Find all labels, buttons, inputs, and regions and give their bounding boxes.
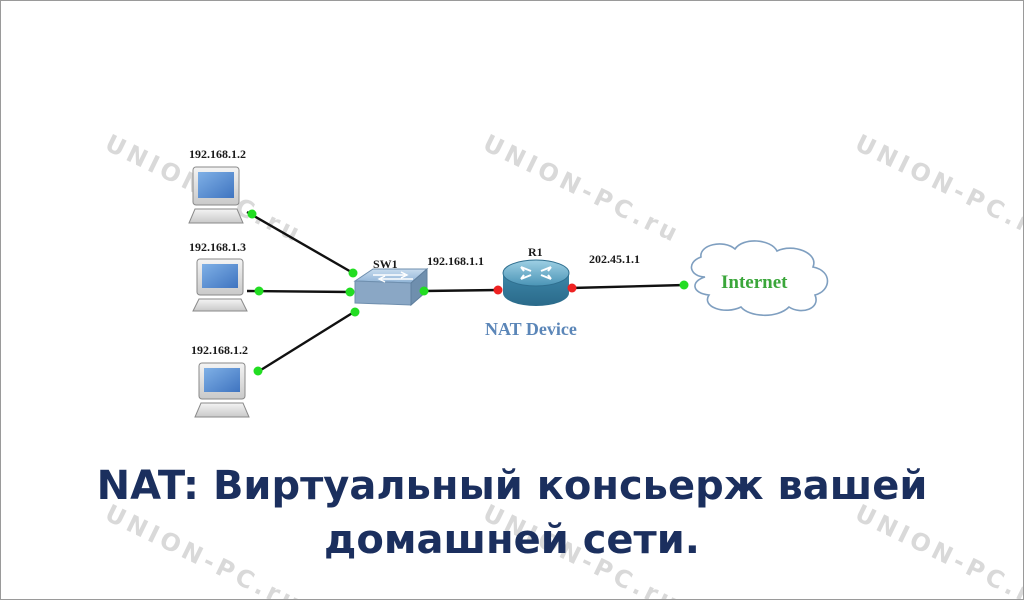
pc-3-ip-label: 192.168.1.2 bbox=[191, 343, 248, 357]
port-r1-lan bbox=[493, 285, 503, 295]
router-wan-ip-label: 202.45.1.1 bbox=[589, 252, 640, 266]
caption-line-2: домашней сети. bbox=[324, 517, 700, 563]
nat-device-label: NAT Device bbox=[485, 319, 577, 339]
link-pc3-switch bbox=[255, 310, 355, 375]
pc-1[interactable] bbox=[188, 166, 244, 224]
link-switch-router bbox=[423, 288, 500, 293]
internet-label: Internet bbox=[721, 272, 788, 293]
router-label: R1 bbox=[528, 245, 543, 259]
port-pc1 bbox=[247, 209, 257, 219]
pc-2-ip-label: 192.168.1.3 bbox=[189, 240, 246, 254]
port-sw-up bbox=[419, 286, 429, 296]
port-sw-b bbox=[345, 287, 355, 297]
router-r1[interactable] bbox=[502, 259, 570, 306]
port-sw-a bbox=[348, 268, 358, 278]
pc-2[interactable] bbox=[192, 258, 248, 312]
switch-sw1[interactable] bbox=[353, 267, 429, 307]
caption-line-1: NAT: Виртуальный консьерж вашей bbox=[96, 463, 928, 509]
link-router-cloud bbox=[570, 283, 686, 290]
port-sw-c bbox=[350, 307, 360, 317]
pc-base bbox=[188, 208, 244, 224]
monitor-screen bbox=[198, 172, 234, 198]
port-indicators bbox=[247, 209, 689, 376]
pc-3[interactable] bbox=[194, 362, 250, 418]
internet-cloud[interactable] bbox=[690, 240, 829, 317]
port-r1-wan bbox=[567, 283, 577, 293]
link-pc1-switch bbox=[246, 210, 354, 275]
caption: NAT: Виртуальный консьерж вашей домашней… bbox=[1, 459, 1023, 567]
link-pc2-switch bbox=[246, 289, 352, 294]
port-cloud bbox=[679, 280, 689, 290]
switch-uplink-ip-label: 192.168.1.1 bbox=[427, 254, 484, 268]
switch-label: SW1 bbox=[373, 257, 398, 271]
pc-1-ip-label: 192.168.1.2 bbox=[189, 147, 246, 161]
port-pc3 bbox=[253, 366, 263, 376]
port-pc2 bbox=[254, 286, 264, 296]
links bbox=[246, 210, 686, 375]
